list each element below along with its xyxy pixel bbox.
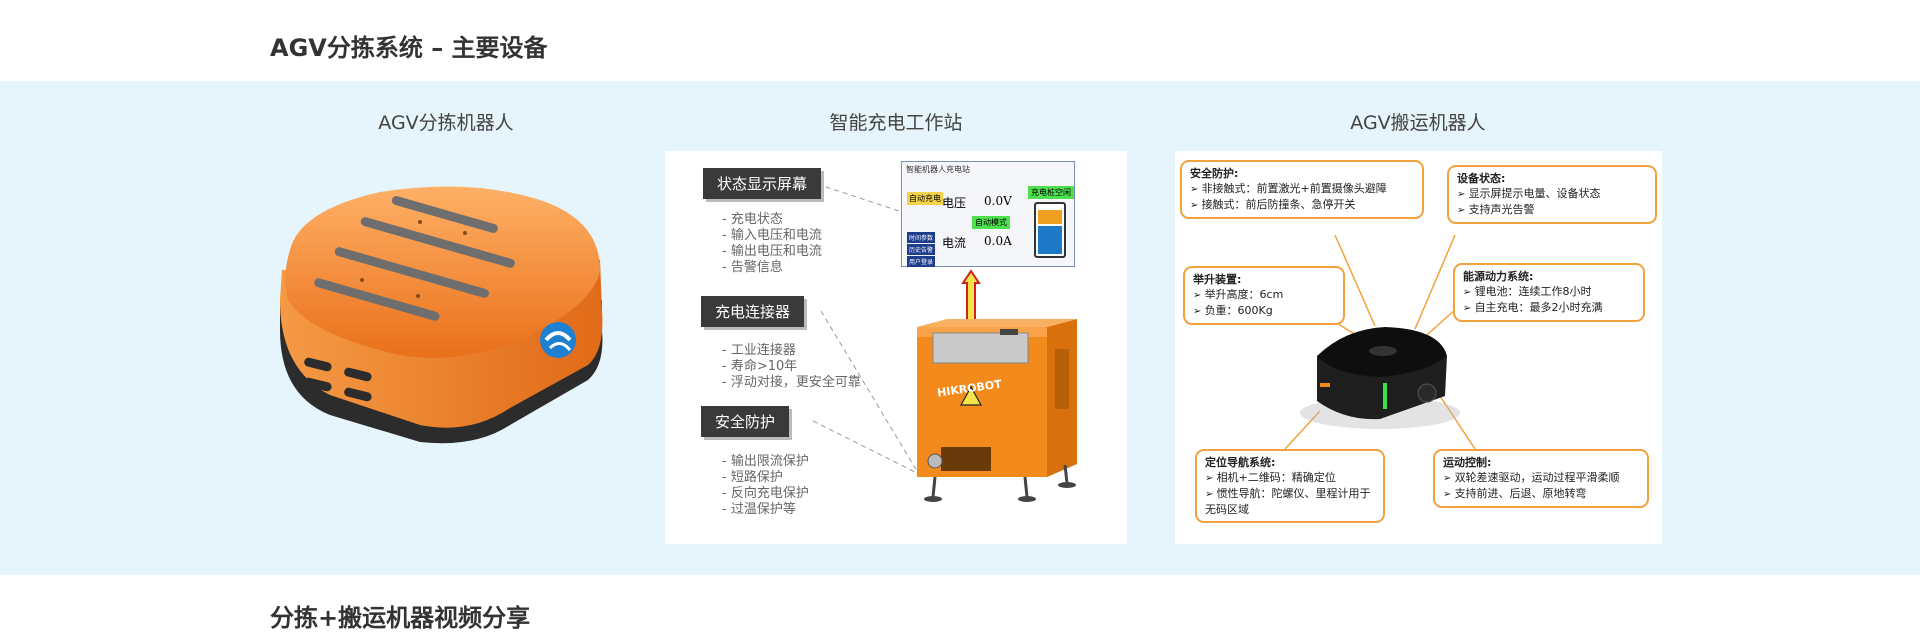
transport-robot-panel: 安全防护: 非接触式：前置激光+前置摄像头避障 接触式：前后防撞条、急停开关 设…: [1175, 151, 1662, 544]
time-params-button: 时间参数: [907, 232, 936, 243]
list-item: 工业连接器: [730, 343, 796, 358]
box-title: 设备状态:: [1457, 172, 1506, 185]
list-item: 相机+二维码：精确定位: [1205, 470, 1375, 486]
device-status-box: 设备状态: 显示屏提示电量、设备状态 支持声光告警: [1447, 165, 1657, 224]
screen-title: 智能机器人充电站: [906, 165, 970, 174]
list-item: 接触式：前后防撞条、急停开关: [1190, 197, 1414, 213]
list-item: 输入电压和电流: [730, 228, 822, 243]
list-item: 寿命>10年: [730, 359, 798, 374]
callout-connector-lines: [1284, 234, 1476, 450]
sorting-robot-image: [280, 186, 603, 444]
list-item: 过温保护等: [730, 502, 796, 517]
list-item: 支持声光告警: [1457, 202, 1647, 218]
current-value: 0.0A: [984, 234, 1012, 248]
list-item: 自主充电：最多2小时充满: [1463, 300, 1635, 316]
list-item: 浮动对接，更安全可靠: [730, 375, 861, 390]
connector-features-list: - 工业连接器 - 寿命>10年 - 浮动对接，更安全可靠: [722, 343, 861, 390]
motion-control-box: 运动控制: 双轮差速驱动，运动过程平滑柔顺 支持前进、后退、原地转弯: [1433, 449, 1649, 508]
charging-station-panel: 状态显示屏幕 - 充电状态 - 输入电压和电流 - 输出电压和电流 - 告警信息…: [665, 151, 1127, 544]
screen-callout-label: 状态显示屏幕: [703, 168, 822, 199]
auto-mode-badge: 自动模式: [972, 216, 1010, 229]
safety-callout-label: 安全防护: [701, 406, 790, 437]
screen-features-list: - 充电状态 - 输入电压和电流 - 输出电压和电流 - 告警信息: [722, 212, 822, 275]
section-title-video-share: 分拣+搬运机器视频分享: [270, 604, 531, 632]
column-label-sorting-robot: AGV分拣机器人: [378, 112, 514, 134]
charger-status-screen: 智能机器人充电站 自动充电 充电桩空闲 电压 0.0V 自动模式 电流 0.0A…: [901, 161, 1075, 267]
box-title: 定位导航系统:: [1205, 456, 1276, 469]
box-title: 安全防护:: [1190, 167, 1239, 180]
list-item: 告警信息: [730, 260, 783, 275]
list-item: 举升高度：6cm: [1193, 287, 1335, 303]
navigation-system-box: 定位导航系统: 相机+二维码：精确定位 惯性导航：陀螺仪、里程计用于无码区域: [1195, 449, 1385, 523]
user-login-button: 用户登录: [907, 256, 936, 267]
auto-charge-button: 自动充电: [907, 192, 943, 205]
safety-features-list: - 输出限流保护 - 短路保护 - 反向充电保护 - 过温保护等: [722, 454, 809, 517]
voltage-label: 电压: [942, 196, 967, 210]
lift-device-box: 举升装置: 举升高度：6cm 负重：600Kg: [1183, 266, 1345, 325]
list-item: 双轮差速驱动，运动过程平滑柔顺: [1443, 470, 1639, 486]
safety-protection-box: 安全防护: 非接触式：前置激光+前置摄像头避障 接触式：前后防撞条、急停开关: [1180, 160, 1424, 219]
list-item: 反向充电保护: [730, 486, 809, 501]
box-title: 运动控制:: [1443, 456, 1492, 469]
box-title: 能源动力系统:: [1463, 270, 1534, 283]
column-label-charging-station: 智能充电工作站: [829, 112, 963, 134]
list-item: 输出限流保护: [730, 454, 809, 469]
charger-idle-badge: 充电桩空闲: [1028, 186, 1074, 199]
box-title: 举升装置:: [1193, 273, 1242, 286]
voltage-value: 0.0V: [984, 194, 1012, 208]
current-label: 电流: [942, 236, 967, 250]
power-system-box: 能源动力系统: 锂电池：连续工作8小时 自主充电：最多2小时充满: [1453, 263, 1645, 322]
connector-callout-label: 充电连接器: [701, 296, 805, 327]
alarm-history-button: 历史告警: [907, 244, 936, 255]
battery-icon: [1034, 202, 1066, 258]
section-title-main-equipment: AGV分拣系统 – 主要设备: [270, 34, 548, 62]
charging-station-image: [917, 269, 1077, 502]
list-item: 输出电压和电流: [730, 244, 822, 259]
list-item: 充电状态: [730, 212, 783, 227]
list-item: 惯性导航：陀螺仪、里程计用于无码区域: [1205, 486, 1375, 517]
list-item: 负重：600Kg: [1193, 303, 1335, 319]
column-label-transport-robot: AGV搬运机器人: [1350, 112, 1486, 134]
callout-leader-lines: [812, 183, 924, 477]
list-item: 显示屏提示电量、设备状态: [1457, 186, 1647, 202]
list-item: 锂电池：连续工作8小时: [1463, 284, 1635, 300]
list-item: 短路保护: [730, 470, 783, 485]
list-item: 非接触式：前置激光+前置摄像头避障: [1190, 181, 1414, 197]
list-item: 支持前进、后退、原地转弯: [1443, 486, 1639, 502]
